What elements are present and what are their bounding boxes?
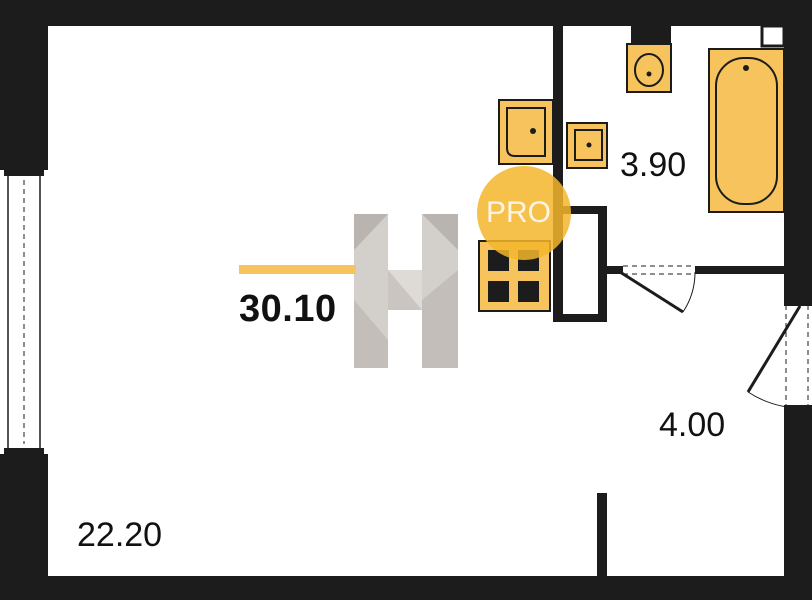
bathroom-door-jamb xyxy=(607,266,623,274)
bathroom-bottom-wall xyxy=(695,266,795,274)
kitchen-sink-icon xyxy=(498,99,554,165)
living-room-area-label: 22.20 xyxy=(77,516,163,554)
bathtub-icon xyxy=(708,48,785,213)
left-wall-lower xyxy=(0,454,48,600)
interior-walls xyxy=(553,24,795,583)
watermark-logo xyxy=(354,214,458,368)
duct-right xyxy=(598,206,607,322)
duct-bottom xyxy=(555,314,607,322)
entrance-door-icon xyxy=(746,298,812,413)
hallway-area-label: 4.00 xyxy=(659,406,726,444)
toilet-icon xyxy=(626,26,672,93)
pro-badge xyxy=(477,166,571,260)
bathroom-area-label: 3.90 xyxy=(620,146,687,184)
right-wall-upper xyxy=(784,0,812,305)
bathroom-left-wall xyxy=(553,26,563,322)
left-wall-upper xyxy=(0,0,48,170)
door-icon xyxy=(619,265,696,314)
window-icon xyxy=(4,170,44,454)
vent-box xyxy=(760,24,786,48)
total-area-label: 30.10 xyxy=(239,288,337,330)
sink-icon xyxy=(566,122,608,169)
right-wall-lower xyxy=(784,408,812,600)
hallway-partition xyxy=(597,493,607,583)
duct-top xyxy=(555,206,607,214)
bottom-wall xyxy=(0,576,812,600)
top-wall xyxy=(0,0,812,26)
accent-line xyxy=(239,265,356,274)
pro-badge-label: PRO xyxy=(486,196,552,229)
